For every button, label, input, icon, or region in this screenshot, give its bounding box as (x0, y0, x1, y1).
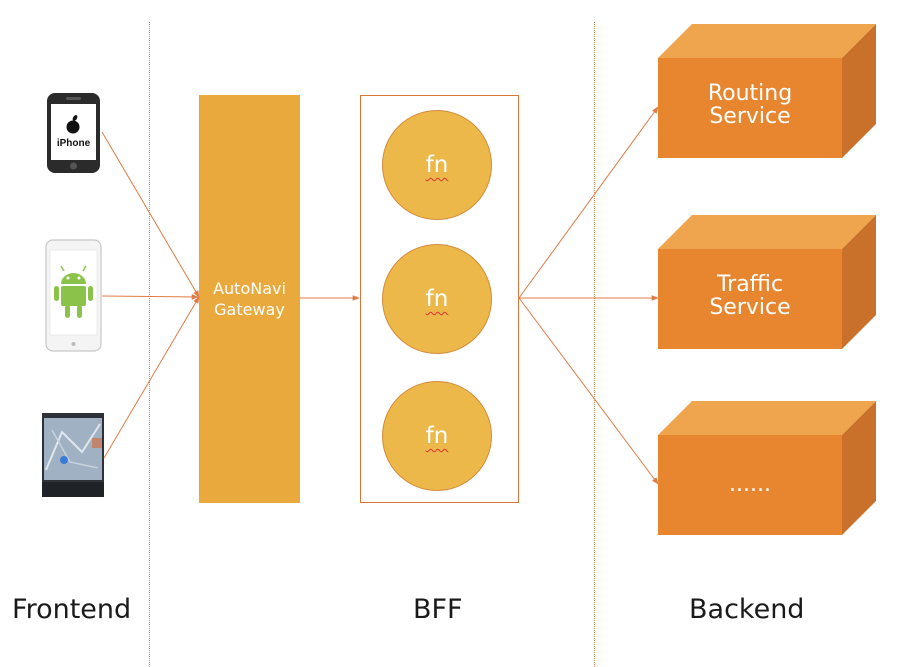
more-services-block (658, 401, 876, 535)
iphone-label: iPhone (57, 138, 91, 149)
fn-label: fn (425, 286, 449, 312)
fn-node-1: fn (382, 110, 492, 220)
arrow-bff-to-more (518, 297, 659, 485)
routing-service-block (658, 24, 876, 158)
apple-logo-icon (66, 115, 80, 134)
more-services-label: ...... (729, 472, 771, 497)
android-device-icon (45, 239, 102, 352)
autonavi-gateway: AutoNavi Gateway (199, 95, 300, 503)
android-robot-icon (54, 265, 93, 318)
arrow-android-to-gateway (101, 294, 199, 300)
fn-node-2: fn (382, 244, 492, 354)
fn-node-3: fn (382, 381, 492, 491)
gateway-label: AutoNavi Gateway (213, 279, 286, 319)
arrow-car-to-gateway (103, 296, 200, 459)
traffic-service-block (658, 215, 876, 349)
iphone-device-icon: iPhone (47, 93, 100, 173)
section-label-frontend: Frontend (12, 594, 132, 625)
section-label-bff: BFF (413, 594, 463, 625)
fn-label: fn (425, 152, 449, 178)
car-navigation-screen-icon (42, 413, 104, 497)
section-label-backend: Backend (689, 594, 805, 625)
divider-frontend-bff (149, 22, 150, 667)
traffic-service-label: Traffic Service (709, 272, 791, 320)
fn-label: fn (425, 423, 449, 449)
routing-service-label: Routing Service (707, 81, 793, 129)
arrow-iphone-to-gateway (101, 131, 200, 298)
divider-bff-backend (594, 22, 595, 667)
arrow-bff-to-routing (518, 106, 659, 299)
